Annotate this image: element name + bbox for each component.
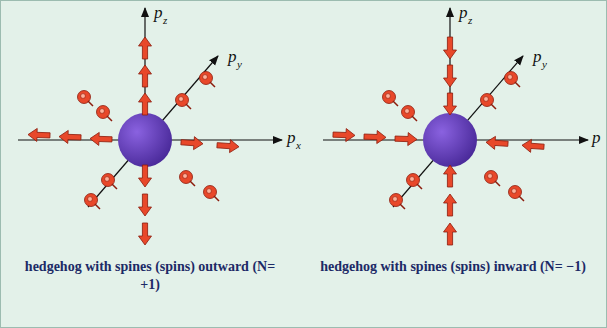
axis-subscript: y [237,58,242,70]
axis-label: p [228,48,237,66]
axis-subscript: y [542,58,547,70]
axes-left [18,8,282,207]
caption-text: hedgehog with spines (spins) outward (N=… [20,258,280,294]
axis-label: p [533,48,542,66]
axis-label: p [459,4,468,22]
spins-outward [28,37,240,245]
axes-right [323,8,588,207]
axis-subscript: x [296,139,301,151]
hedgehog-body [423,113,477,167]
axis-label: p [154,4,163,22]
hedgehog-body [118,113,172,167]
axis-subscript: z [468,14,472,26]
axis-subscript: z [163,14,167,26]
spins-inward [333,37,545,245]
axis-label: p [592,129,601,147]
caption-text: hedgehog with spines (spins) inward (N= … [318,258,588,276]
axis-label: p [287,129,296,147]
